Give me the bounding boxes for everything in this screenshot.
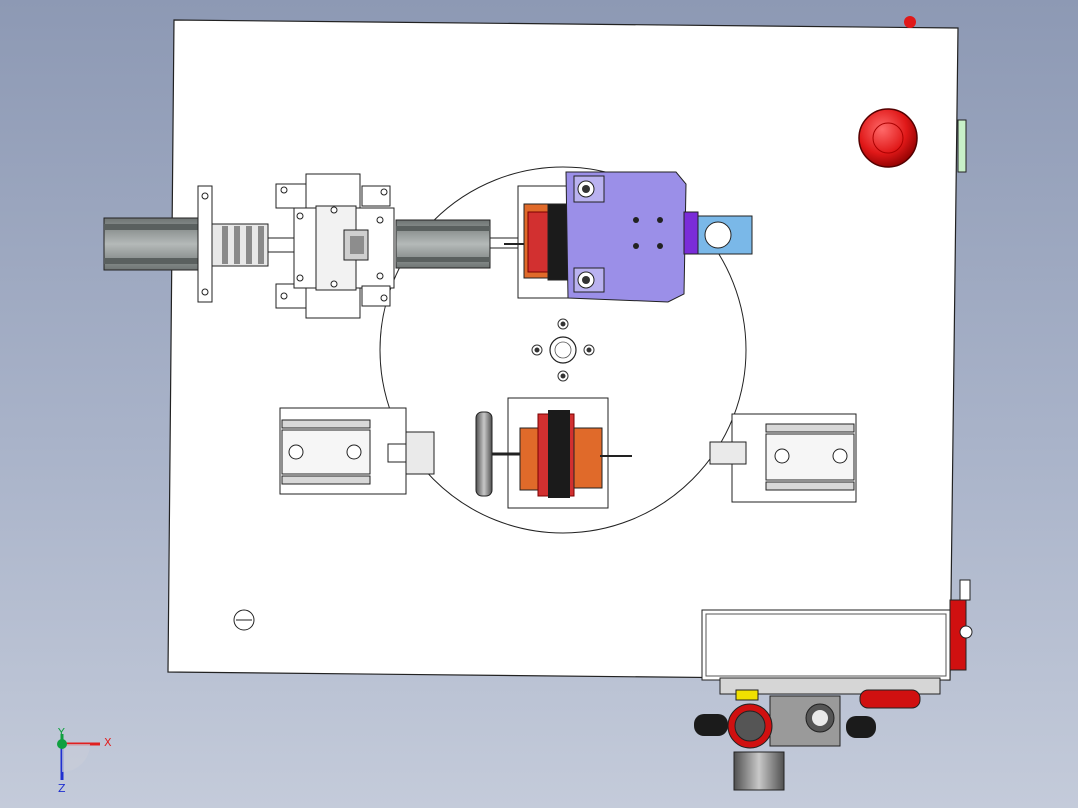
side-indicator-tab (904, 16, 967, 173)
shaft-coupling[interactable] (211, 223, 295, 267)
lower-rotor-fixture[interactable] (507, 397, 632, 509)
z-axis-label: Z (58, 782, 66, 795)
right-pneumatic-cylinder[interactable] (709, 413, 857, 503)
center-hub (549, 336, 577, 364)
bearing-block[interactable] (275, 173, 395, 319)
left-pneumatic-cylinder[interactable] (279, 407, 435, 495)
valve-assembly[interactable] (694, 677, 941, 791)
handwheel[interactable] (475, 411, 520, 497)
emergency-stop-button[interactable] (858, 108, 918, 168)
purple-clamp-bracket[interactable] (565, 171, 699, 303)
axis-triad: X Y Z (57, 726, 112, 795)
x-axis-label: X (104, 736, 112, 749)
drive-motor-housing[interactable] (395, 219, 521, 269)
left-servo-motor[interactable] (103, 185, 213, 303)
table-bolt-holes (531, 318, 595, 382)
triad-origin (57, 739, 67, 749)
blue-clamp[interactable] (697, 215, 753, 255)
control-box[interactable] (701, 579, 973, 681)
y-axis-label: Y (57, 726, 65, 739)
mounting-slot (233, 609, 255, 631)
rotary-table[interactable] (379, 166, 747, 534)
